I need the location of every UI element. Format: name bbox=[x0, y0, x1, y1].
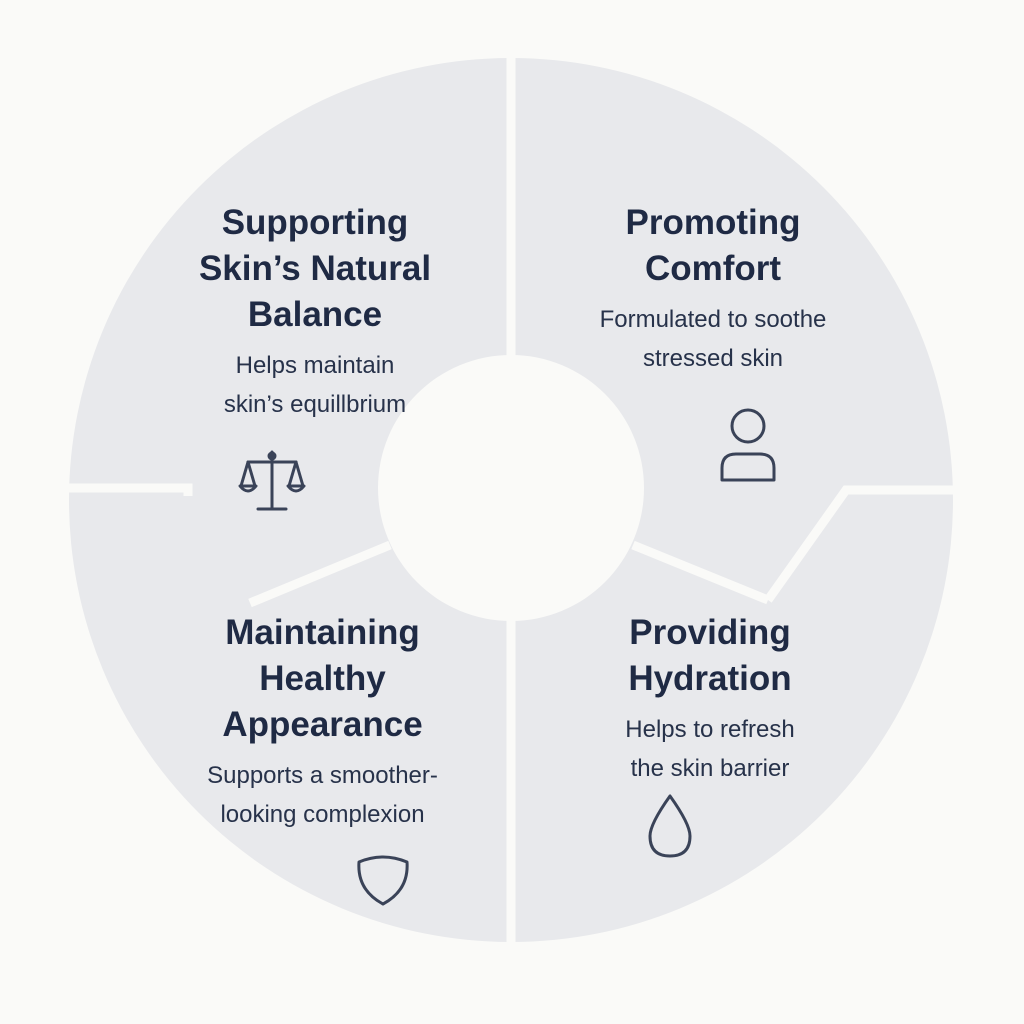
water-drop-icon bbox=[642, 792, 698, 862]
desc-line: Supports a smoother- bbox=[207, 762, 438, 789]
desc-line: Helps maintain bbox=[235, 352, 395, 379]
segment-bottom-left: Maintaining Healthy Appearance Supports … bbox=[170, 610, 475, 834]
segment-description: Formulated to soothe stressed skin bbox=[558, 300, 868, 378]
title-line: Healthy bbox=[259, 659, 386, 698]
scales-icon bbox=[238, 448, 306, 514]
segment-title: Promoting Comfort bbox=[558, 200, 868, 292]
segment-top-right: Promoting Comfort Formulated to soothe s… bbox=[558, 200, 868, 378]
desc-line: Formulated to soothe bbox=[599, 306, 827, 333]
title-line: Skin’s Natural bbox=[198, 249, 432, 288]
title-line: Supporting bbox=[221, 203, 409, 242]
segment-description: Supports a smoother- looking complexion bbox=[170, 756, 475, 834]
segment-dividers bbox=[65, 55, 960, 945]
title-line: Hydration bbox=[628, 659, 792, 698]
title-line: Appearance bbox=[222, 705, 423, 744]
segment-description: Helps maintain skin’s equillbrium bbox=[165, 346, 465, 424]
desc-line: looking complexion bbox=[220, 801, 425, 828]
segment-top-left: Supporting Skin’s Natural Balance Helps … bbox=[165, 200, 465, 424]
segment-title: Maintaining Healthy Appearance bbox=[170, 610, 475, 748]
title-line: Balance bbox=[247, 295, 383, 334]
person-icon bbox=[716, 406, 780, 486]
desc-line: skin’s equillbrium bbox=[223, 391, 407, 418]
desc-line: the skin barrier bbox=[630, 755, 790, 782]
desc-line: Helps to refresh bbox=[625, 716, 795, 743]
title-line: Promoting bbox=[625, 203, 801, 242]
title-line: Comfort bbox=[644, 249, 782, 288]
segment-title: Providing Hydration bbox=[555, 610, 865, 702]
shield-icon bbox=[355, 852, 411, 908]
center-hub bbox=[378, 355, 644, 621]
title-line: Providing bbox=[629, 613, 791, 652]
segment-title: Supporting Skin’s Natural Balance bbox=[165, 200, 465, 338]
title-line: Maintaining bbox=[225, 613, 420, 652]
desc-line: stressed skin bbox=[642, 345, 784, 372]
segment-description: Helps to refresh the skin barrier bbox=[555, 710, 865, 788]
segment-bottom-right: Providing Hydration Helps to refresh the… bbox=[555, 610, 865, 788]
